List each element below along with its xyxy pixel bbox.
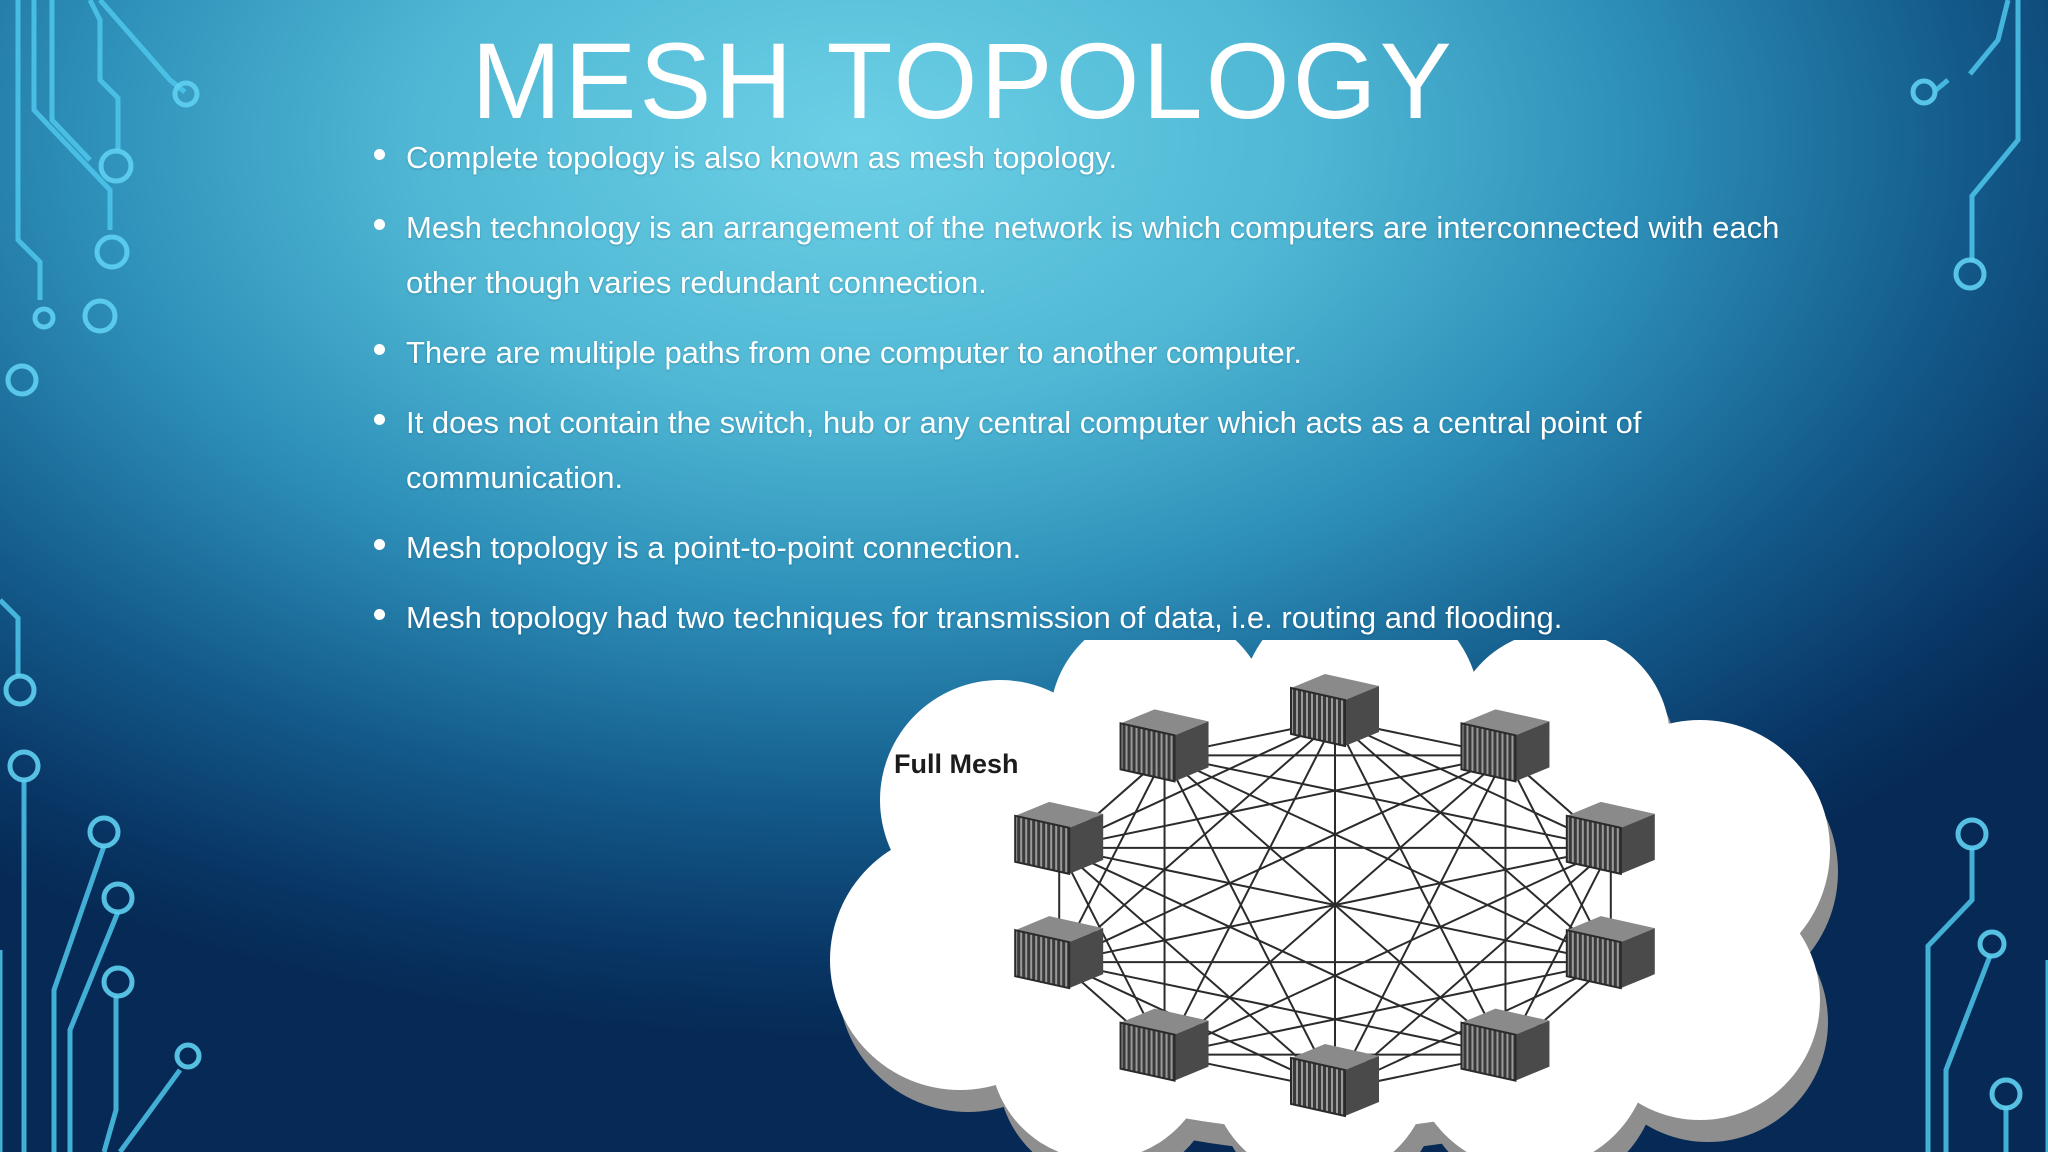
server-icon xyxy=(1014,800,1105,875)
server-icon xyxy=(1014,915,1105,990)
mesh-link xyxy=(1058,846,1506,1056)
server-icon xyxy=(1565,915,1656,990)
server-icon xyxy=(1290,1043,1380,1117)
server-icon xyxy=(1119,708,1210,783)
mesh-link xyxy=(1334,719,1612,963)
full-mesh-label: Full Mesh xyxy=(894,749,1019,779)
circuit-decoration-right xyxy=(1910,0,2048,1152)
bullet-item: Mesh technology is an arrangement of the… xyxy=(370,200,1850,310)
mesh-link xyxy=(1163,754,1507,1056)
circuit-decoration-left xyxy=(0,0,202,1152)
mesh-link xyxy=(1058,847,1336,1091)
mesh-link xyxy=(1058,754,1506,849)
mesh-link xyxy=(1164,961,1612,1056)
bullet-item: Mesh topology had two techniques for tra… xyxy=(370,590,1850,645)
server-icon xyxy=(1460,1007,1551,1082)
mesh-link xyxy=(1334,847,1612,1091)
bullet-item: Complete topology is also known as mesh … xyxy=(370,130,1850,185)
mesh-link xyxy=(1164,754,1612,964)
server-icon xyxy=(1119,1007,1210,1082)
slide-title: MESH TOPOLOGY xyxy=(471,20,1455,141)
full-mesh-diagram: Full Mesh xyxy=(830,640,1838,1152)
bullet-item: It does not contain the switch, hub or a… xyxy=(370,395,1850,505)
server-icon xyxy=(1565,800,1656,875)
server-icon xyxy=(1460,708,1551,783)
bullet-item: Mesh topology is a point-to-point connec… xyxy=(370,520,1850,575)
bullet-item: There are multiple paths from one comput… xyxy=(370,325,1850,380)
mesh-link xyxy=(1058,719,1336,963)
server-icon xyxy=(1290,673,1380,747)
bullet-list: Complete topology is also known as mesh … xyxy=(370,130,1850,660)
mesh-link xyxy=(1163,754,1336,1091)
mesh-link xyxy=(1058,961,1506,1056)
mesh-link xyxy=(1164,754,1612,849)
